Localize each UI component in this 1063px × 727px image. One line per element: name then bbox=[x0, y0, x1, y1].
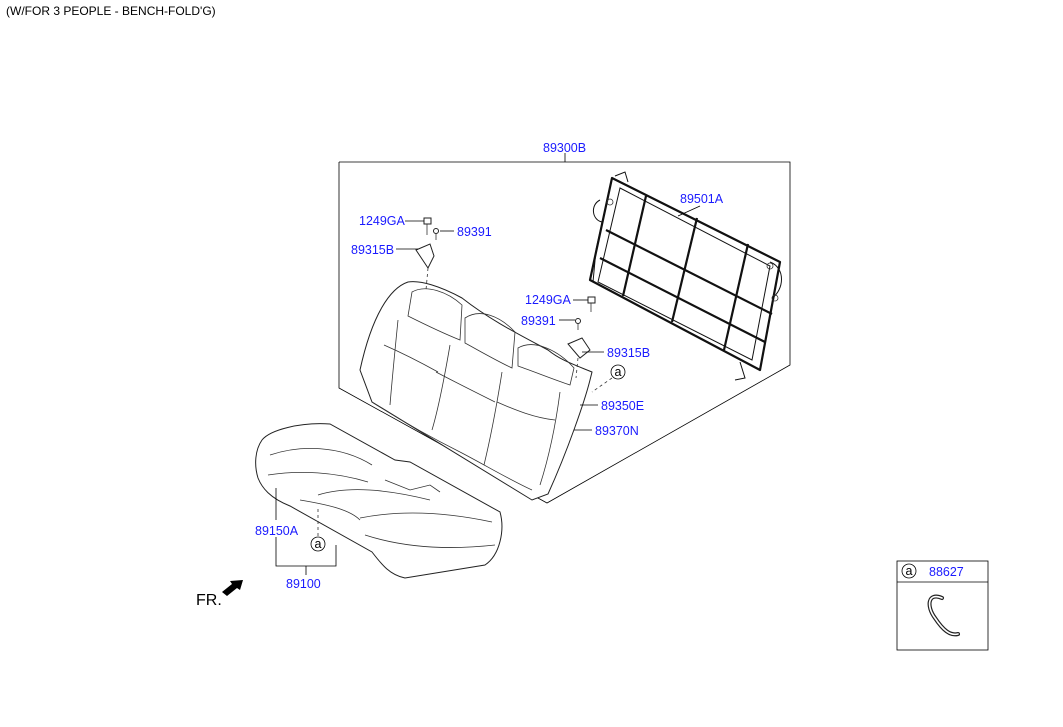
callout-88627[interactable]: 88627 bbox=[929, 565, 964, 579]
leader-frame bbox=[677, 205, 701, 217]
assembly-bracket bbox=[338, 161, 791, 504]
front-indicator-label: FR. bbox=[196, 592, 222, 609]
ref-circle-back: a bbox=[610, 364, 626, 380]
hardware-right bbox=[567, 296, 596, 379]
front-indicator: FR. bbox=[196, 580, 243, 609]
callout-89391-left[interactable]: 89391 bbox=[457, 225, 492, 239]
ref-circle-cushion-label: a bbox=[315, 537, 322, 551]
callout-89100[interactable]: 89100 bbox=[286, 577, 321, 591]
seat-back-frame bbox=[588, 171, 782, 381]
seat-back bbox=[359, 281, 593, 501]
ref-circle-cushion: a bbox=[310, 536, 326, 552]
hardware-left bbox=[415, 217, 439, 291]
leader-ref-back bbox=[591, 377, 613, 393]
callout-89350E[interactable]: 89350E bbox=[601, 399, 644, 413]
seat-cushion bbox=[255, 423, 503, 579]
callout-89370N[interactable]: 89370N bbox=[595, 424, 639, 438]
callout-89391-right[interactable]: 89391 bbox=[521, 314, 556, 328]
callout-89315B-left[interactable]: 89315B bbox=[351, 243, 394, 257]
callout-1249GA-left[interactable]: 1249GA bbox=[359, 214, 406, 228]
callout-89501A[interactable]: 89501A bbox=[680, 192, 724, 206]
leader-cushion-assy bbox=[275, 537, 337, 567]
ref-circle-back-label: a bbox=[615, 365, 622, 379]
front-arrow-icon bbox=[222, 580, 243, 596]
callout-89150A[interactable]: 89150A bbox=[255, 524, 299, 538]
callout-89315B-right[interactable]: 89315B bbox=[607, 346, 650, 360]
inset-box: a 88627 bbox=[896, 560, 989, 651]
inset-ref-label: a bbox=[906, 564, 913, 578]
callout-1249GA-right[interactable]: 1249GA bbox=[525, 293, 572, 307]
diagram-title: (W/FOR 3 PEOPLE - BENCH-FOLD'G) bbox=[6, 4, 216, 18]
callout-89300B[interactable]: 89300B bbox=[543, 141, 586, 155]
